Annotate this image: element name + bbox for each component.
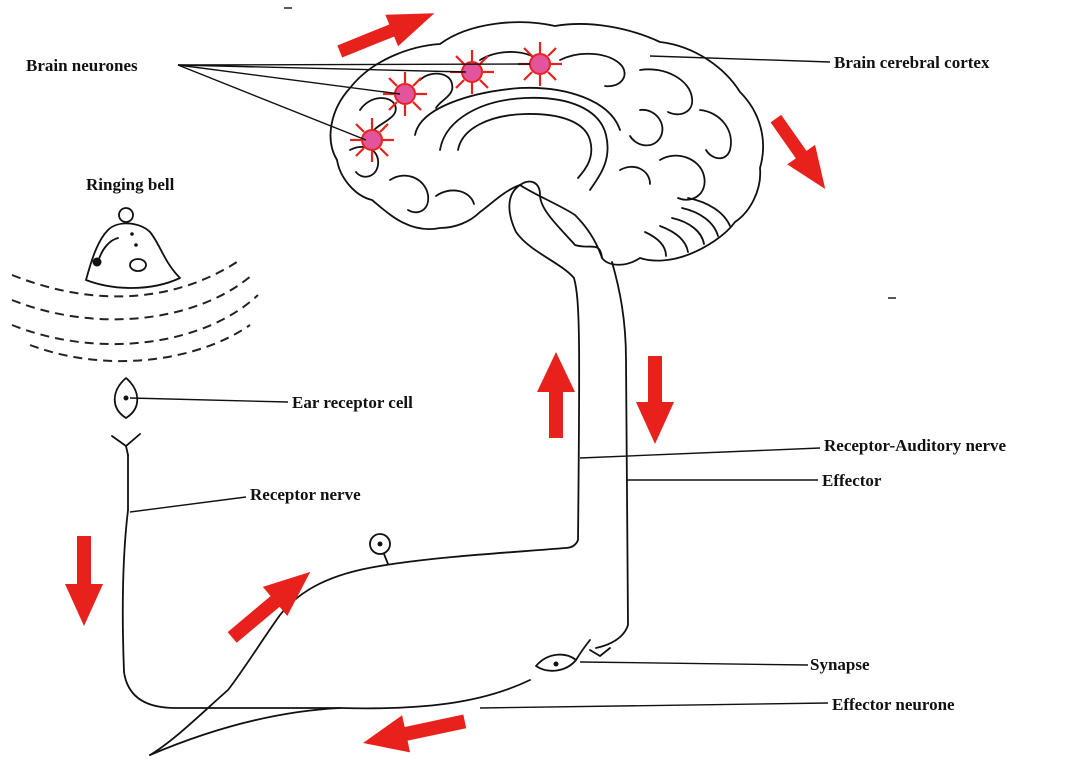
label-effector-neurone: Effector neurone (832, 695, 955, 714)
arrow-icon (359, 703, 469, 762)
label-ear-receptor-cell: Ear receptor cell (292, 393, 413, 412)
ear-receptor-cell-icon (112, 378, 140, 455)
arrow-icon (537, 352, 575, 438)
label-ringing-bell: Ringing bell (86, 175, 175, 194)
label-receptor-auditory-nerve: Receptor-Auditory nerve (824, 436, 1007, 455)
leader-lines (130, 56, 830, 708)
arrow-group (65, 0, 839, 762)
bell-icon (86, 208, 180, 288)
label-brain-neurones: Brain neurones (26, 56, 138, 75)
ganglion-cell-icon (370, 534, 390, 564)
label-effector: Effector (822, 471, 882, 490)
arrow-icon (220, 557, 323, 652)
label-synapse: Synapse (810, 655, 870, 674)
synapse-cell-icon (536, 640, 610, 671)
arrow-icon (333, 0, 440, 67)
label-brain-cerebral-cortex: Brain cerebral cortex (834, 53, 990, 72)
label-receptor-nerve: Receptor nerve (250, 485, 361, 504)
effector-neurone-path (150, 708, 340, 755)
brain-stem (150, 185, 579, 755)
arrow-icon (65, 536, 103, 626)
neurone-group (350, 42, 562, 162)
sound-wave-icon (12, 260, 258, 361)
neurone-icon (350, 118, 394, 162)
arrow-icon (636, 356, 674, 444)
arrow-icon (762, 109, 839, 199)
effector-tract (596, 262, 628, 648)
neurone-icon (383, 72, 427, 116)
